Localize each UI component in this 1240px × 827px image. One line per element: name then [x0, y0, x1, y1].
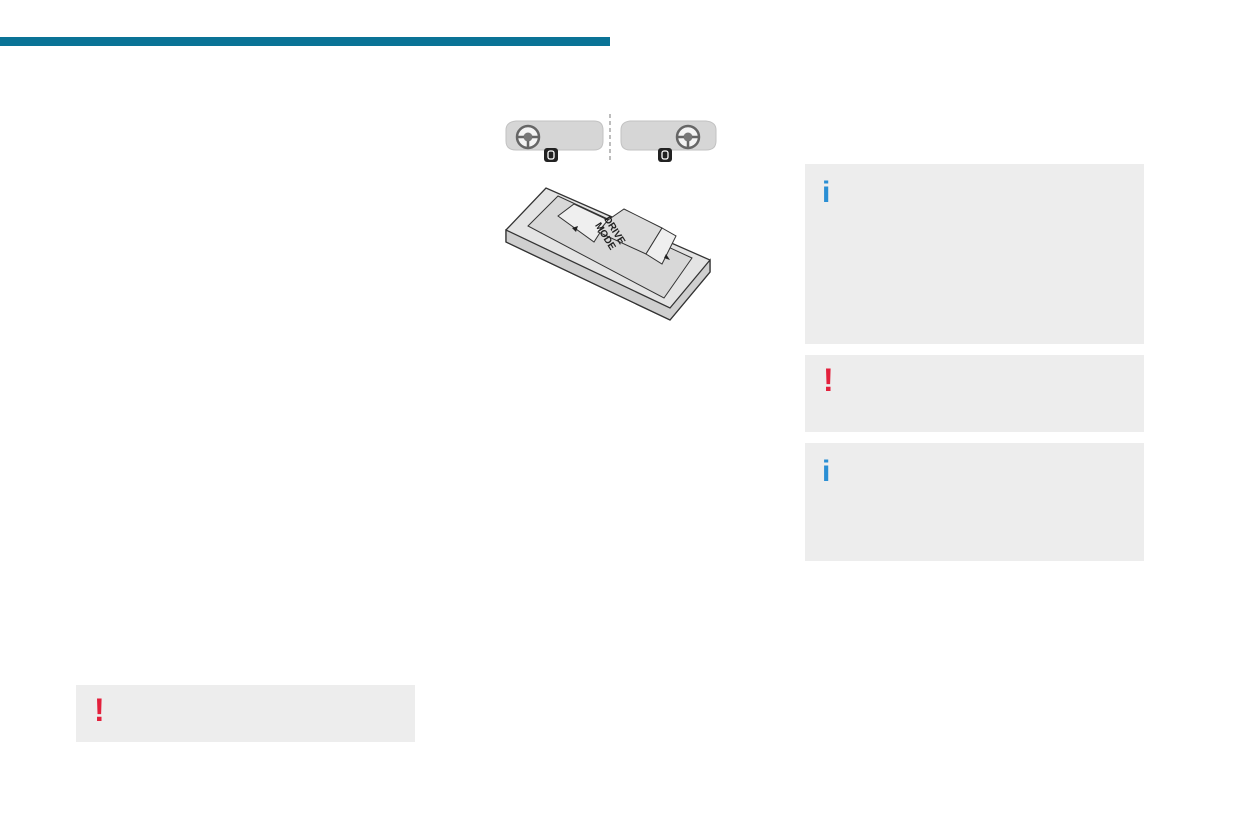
info-icon: i: [822, 455, 831, 488]
drive-mode-switch-marker-left: [544, 148, 558, 162]
warning-note-2: !: [76, 685, 415, 742]
info-note-1: i: [805, 164, 1144, 344]
right-arrow-button: [645, 227, 677, 265]
steering-wheel-left-hand-drive-icon: [515, 124, 541, 150]
left-hand-drive-variant: [505, 120, 604, 162]
warning-icon: !: [94, 692, 105, 728]
right-hand-drive-variant: [620, 120, 717, 162]
info-note-2: i: [805, 443, 1144, 561]
arrow-right-icon: [664, 254, 670, 260]
warning-icon: !: [823, 362, 834, 398]
section-header-bar: [0, 37, 610, 46]
drive-mode-switch-marker-right: [658, 148, 672, 162]
steering-wheel-right-hand-drive-icon: [675, 124, 701, 150]
drive-mode-control-panel: DRIVE MODE: [505, 187, 711, 321]
arrow-left-icon: [572, 226, 578, 232]
warning-note-1: !: [805, 355, 1144, 432]
info-icon: i: [822, 176, 831, 209]
drive-mode-control-illustration: DRIVE MODE: [505, 114, 717, 321]
